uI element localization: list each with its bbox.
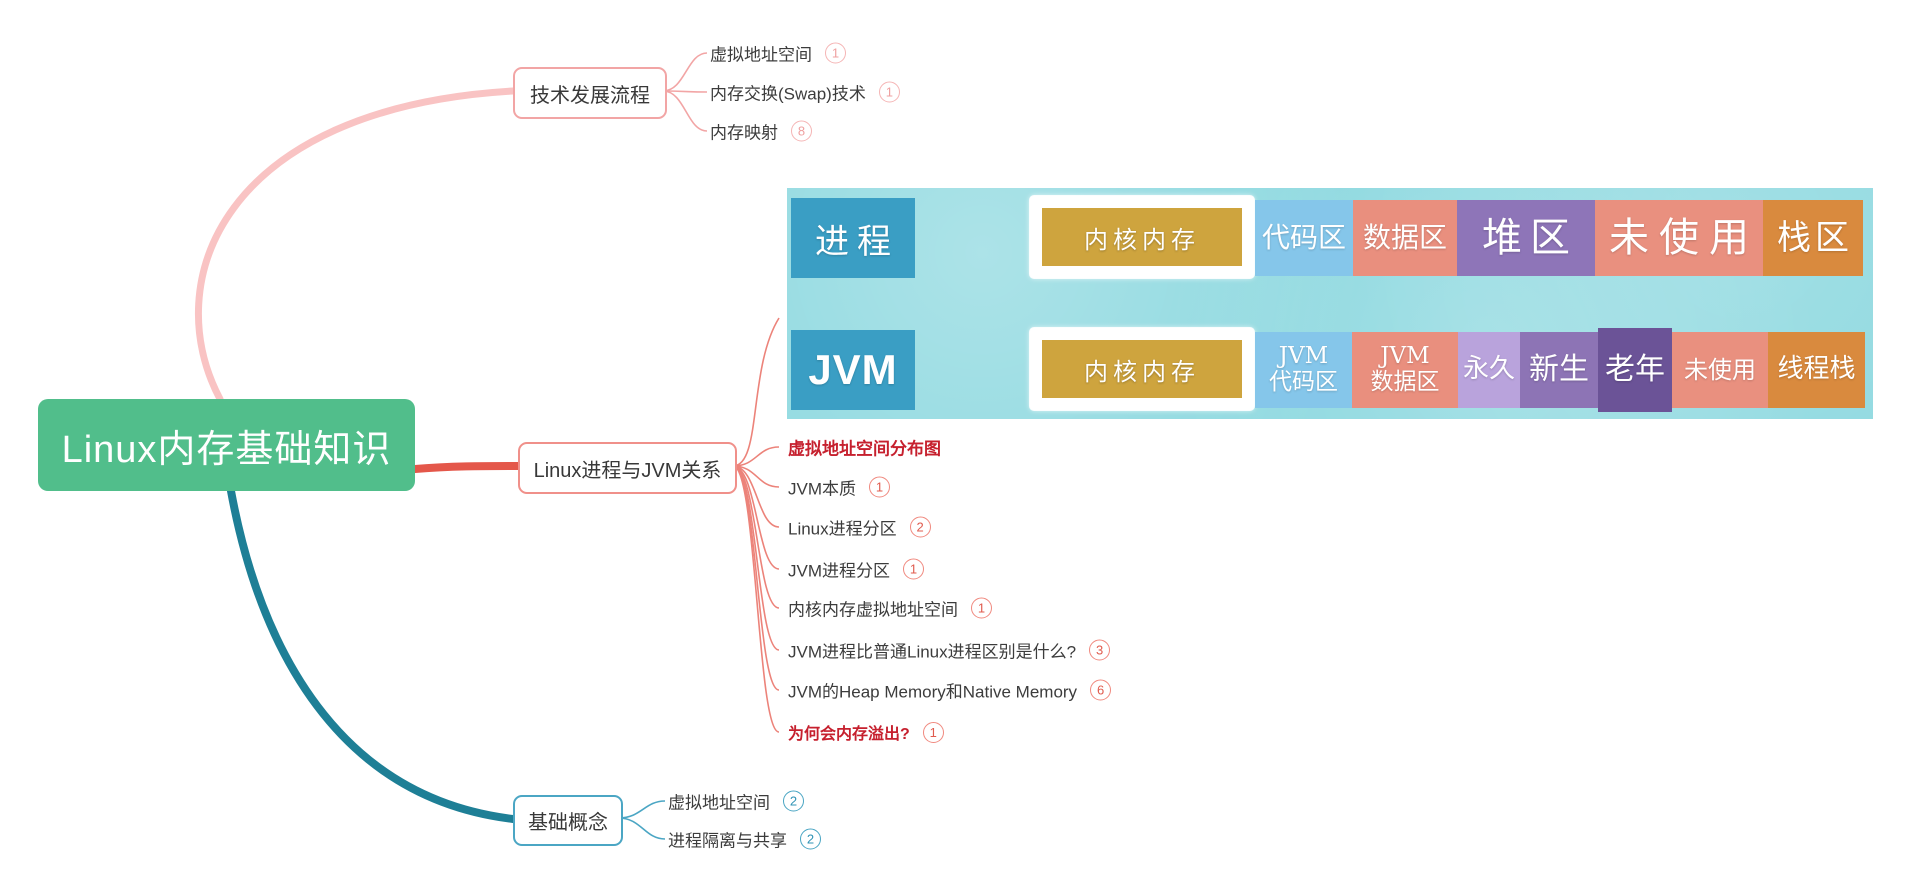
memory-segment: 老年 (1598, 328, 1672, 412)
branch-curve-tech (195, 87, 517, 403)
leaf-label: 内存交换(Swap)技术 (710, 84, 866, 104)
root-topic[interactable]: Linux内存基础知识 (38, 399, 415, 491)
leaf-topic[interactable]: 为何会内存溢出? 1 (778, 720, 944, 744)
kernel-memory-box: 内核内存 (1030, 196, 1254, 278)
note-count-badge[interactable]: 2 (909, 516, 931, 538)
memory-segment: 未使用 (1595, 200, 1763, 276)
memory-segment: 永久 (1458, 332, 1520, 408)
branch-topic-basic[interactable]: 基础概念 (513, 795, 623, 846)
leaf-topic[interactable]: 虚拟地址空间 1 (700, 41, 846, 66)
branch-topic-jvm-relation[interactable]: Linux进程与JVM关系 (518, 442, 737, 494)
leaf-label: JVM本质 (788, 479, 856, 499)
branch-curve-basic (227, 487, 517, 823)
leaf-label: 进程隔离与共享 (668, 831, 787, 851)
leaf-label: Linux进程分区 (788, 519, 897, 539)
note-count-badge[interactable]: 6 (1090, 679, 1112, 701)
leaf-topic[interactable]: JVM进程分区 1 (778, 557, 924, 582)
note-count-badge[interactable]: 1 (825, 42, 846, 64)
leaf-topic[interactable]: JVM本质 1 (778, 475, 890, 500)
note-count-badge[interactable]: 2 (800, 828, 821, 850)
process-row-title: 进程 (791, 198, 915, 278)
leaf-label: 虚拟地址空间 (710, 45, 812, 65)
memory-segment: 代码区 (1255, 200, 1353, 276)
leaf-label: 内核内存虚拟地址空间 (788, 600, 958, 620)
kernel-memory-box: 内核内存 (1030, 328, 1254, 410)
kernel-memory-label: 内核内存 (1042, 208, 1242, 266)
leaf-topic[interactable]: 内核内存虚拟地址空间 1 (778, 596, 992, 621)
leaf-label: JVM的Heap Memory和Native Memory (788, 682, 1078, 702)
memory-segment: 栈区 (1763, 200, 1863, 276)
note-count-badge[interactable]: 1 (922, 721, 944, 743)
leaf-label: 为何会内存溢出? (788, 726, 910, 743)
branch-curve-jvm (411, 462, 522, 473)
memory-segment: 数据区 (1353, 200, 1457, 276)
note-count-badge[interactable]: 8 (791, 120, 812, 142)
branch-topic-tech[interactable]: 技术发展流程 (513, 67, 667, 119)
note-count-badge[interactable]: 1 (878, 81, 900, 103)
leaf-topic[interactable]: 进程隔离与共享 2 (658, 827, 821, 852)
note-count-badge[interactable]: 3 (1089, 639, 1111, 661)
note-count-badge[interactable]: 2 (783, 790, 804, 812)
kernel-memory-label: 内核内存 (1042, 340, 1242, 398)
leaf-topic[interactable]: JVM的Heap Memory和Native Memory 6 (778, 678, 1112, 703)
leaf-topic-image-caption[interactable]: 虚拟地址空间分布图 (788, 439, 941, 459)
memory-segment: 新生 (1520, 332, 1598, 408)
memory-segment: JVM 数据区 (1352, 332, 1458, 408)
jvm-row-title: JVM (791, 330, 915, 410)
leaf-label: 虚拟地址空间 (668, 793, 770, 813)
memory-segment: JVM 代码区 (1255, 332, 1352, 408)
leaf-label: JVM进程分区 (788, 561, 890, 581)
note-count-badge[interactable]: 1 (903, 558, 924, 580)
leaf-topic[interactable]: 虚拟地址空间 2 (658, 789, 804, 814)
leaf-topic[interactable]: JVM进程比普通Linux进程区别是什么? 3 (778, 638, 1111, 663)
memory-segment: 线程栈 (1768, 332, 1865, 408)
leaf-topic[interactable]: 内存交换(Swap)技术 1 (700, 80, 900, 105)
memory-segment: 堆区 (1457, 200, 1595, 276)
note-count-badge[interactable]: 1 (971, 597, 992, 619)
leaf-label: JVM进程比普通Linux进程区别是什么? (788, 642, 1077, 662)
leaf-topic[interactable]: Linux进程分区 2 (778, 515, 931, 540)
memory-segment: 未使用 (1672, 332, 1768, 408)
leaf-label: 内存映射 (710, 123, 778, 143)
note-count-badge[interactable]: 1 (869, 476, 890, 498)
memory-layout-image[interactable]: 进程 内核内存 代码区 数据区 堆区 未使用 栈区 JVM 内核内存 JVM 代… (787, 188, 1873, 419)
leaf-topic[interactable]: 内存映射 8 (700, 119, 812, 144)
